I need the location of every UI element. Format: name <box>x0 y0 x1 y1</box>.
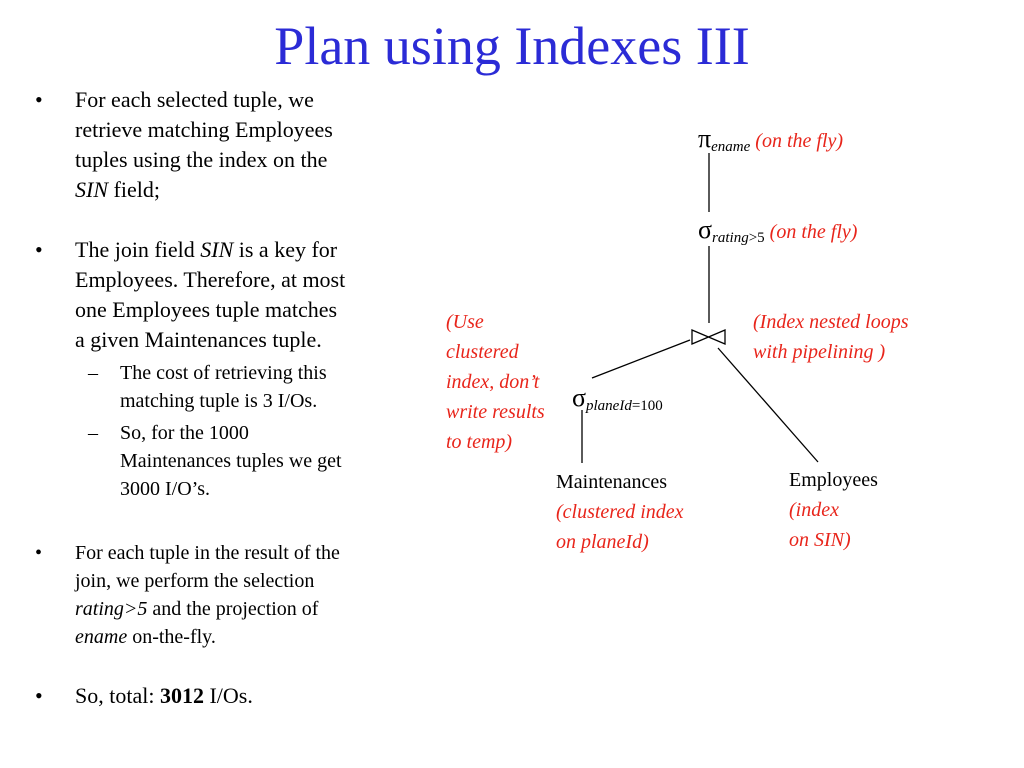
maintenances-node: Maintenances (clustered index on planeId… <box>556 467 684 557</box>
sigma-plane-note: (Use clustered index, don’t write result… <box>446 307 545 457</box>
bullet-2-text: The join field <box>75 237 201 262</box>
bullet-4-line: So, total: 3012 I/Os. <box>75 681 430 711</box>
join-note-line: (Index nested loops <box>753 311 909 333</box>
dash-marker: – <box>88 422 98 444</box>
total-prefix: So, total: <box>75 683 160 708</box>
bullet-dot: • <box>35 683 43 708</box>
dash-marker: – <box>88 362 98 384</box>
sigma-symbol: σ <box>698 215 713 244</box>
pi-symbol: π <box>698 124 712 153</box>
bullet-3-text: and the projection of <box>147 598 319 620</box>
bullet-dot: • <box>35 87 43 112</box>
sigma-plane-subscript: planeId=100 <box>586 398 663 414</box>
bullet-1: • For each selected tuple, we retrieve m… <box>30 85 430 205</box>
bullet-4: • So, total: 3012 I/Os. <box>30 681 430 711</box>
bullet-3: • For each tuple in the result of the jo… <box>30 539 430 651</box>
join-note: (Index nested loops with pipelining ) <box>753 307 909 367</box>
slide-title: Plan using Indexes III <box>274 16 750 76</box>
edge-join-to-sigma-plane <box>591 339 691 379</box>
ename-term: ename <box>75 626 128 648</box>
bullet-dot: • <box>35 542 43 564</box>
sigma-plane-note-line: clustered <box>446 341 519 363</box>
bullet-3-line: ename on-the-fly. <box>75 623 430 651</box>
edge-join-to-employees <box>717 347 819 463</box>
total-suffix: I/Os. <box>203 683 253 708</box>
bullet-1-line: tuples using the index on the <box>75 147 328 172</box>
pi-note: (on the fly) <box>755 130 844 152</box>
sub-bullet-2-line: So, for the 1000 <box>120 422 249 444</box>
sigma-plane-note-line: (Use <box>446 311 484 333</box>
employees-note-line: on SIN) <box>789 529 851 551</box>
join-bowtie-icon <box>691 329 726 345</box>
sin-term: SIN <box>75 177 108 202</box>
sigma-plane-note-line: write results <box>446 401 545 423</box>
sub-bullet-2-line: 3000 I/O’s. <box>120 478 210 500</box>
sin-term: SIN <box>200 237 234 262</box>
bullet-1-line: SIN field; <box>75 175 430 205</box>
join-note-line: with pipelining ) <box>753 341 886 363</box>
bullet-2-line: a given Maintenances tuple. <box>75 327 322 352</box>
bullet-3-line: join, we perform the selection <box>75 570 315 592</box>
sigma-plane-operator: σplaneId=100 <box>572 383 663 414</box>
sub-bullet-1-line: matching tuple is 3 I/Os. <box>120 390 318 412</box>
rating-attr: rating <box>712 230 749 246</box>
sigma-rating-subscript: rating>5 <box>712 230 765 246</box>
sub-bullet-2: – So, for the 1000 Maintenances tuples w… <box>30 419 430 503</box>
projection-node: πename (on the fly) <box>698 124 843 162</box>
employees-label: Employees <box>789 469 878 491</box>
rating-cond: >5 <box>748 230 765 246</box>
bullet-1-text: field; <box>108 177 160 202</box>
pi-subscript: ename <box>711 139 751 155</box>
bullet-2-line: Employees. Therefore, at most <box>75 267 346 292</box>
plane-selection-node: σplaneId=100 <box>572 383 663 421</box>
bullet-dot: • <box>35 237 43 262</box>
rating-selection-node: σrating>5 (on the fly) <box>698 215 857 253</box>
sigma-plane-note-line: index, don’t <box>446 371 540 393</box>
maintenances-label: Maintenances <box>556 471 668 493</box>
employees-node: Employees (index on SIN) <box>789 465 878 555</box>
sigma-symbol: σ <box>572 383 587 412</box>
bullet-2-line: The join field SIN is a key for <box>75 235 430 265</box>
employees-note-line: (index <box>789 499 839 521</box>
bullet-3-text: on-the-fly. <box>127 626 216 648</box>
sigma-rating-operator: σrating>5 <box>698 215 765 246</box>
bullet-3-line: For each tuple in the result of the <box>75 542 340 564</box>
planeid-cond: =100 <box>631 398 663 414</box>
sub-bullet-1-line: The cost of retrieving this <box>120 362 327 384</box>
sigma-rating-note: (on the fly) <box>769 221 858 243</box>
total-value: 3012 <box>159 683 204 708</box>
planeid-attr: planeId <box>586 398 632 414</box>
maintenances-note-line: (clustered index <box>556 501 684 523</box>
bullet-3-line: rating>5 and the projection of <box>75 595 430 623</box>
bullet-1-line: For each selected tuple, we <box>75 87 314 112</box>
rating-term: rating>5 <box>75 598 148 620</box>
bullet-list: • For each selected tuple, we retrieve m… <box>30 85 430 711</box>
sub-bullet-2-line: Maintenances tuples we get <box>120 450 342 472</box>
bullet-2-line: one Employees tuple matches <box>75 297 338 322</box>
bullet-2-text: is a key for <box>233 237 338 262</box>
bullet-2: • The join field SIN is a key for Employ… <box>30 235 430 355</box>
bullet-1-line: retrieve matching Employees <box>75 117 333 142</box>
maintenances-note-line: on planeId) <box>556 531 649 553</box>
pi-operator: πename <box>698 124 751 155</box>
sub-bullet-1: – The cost of retrieving this matching t… <box>30 359 430 415</box>
sigma-plane-note-line: to temp) <box>446 431 513 453</box>
